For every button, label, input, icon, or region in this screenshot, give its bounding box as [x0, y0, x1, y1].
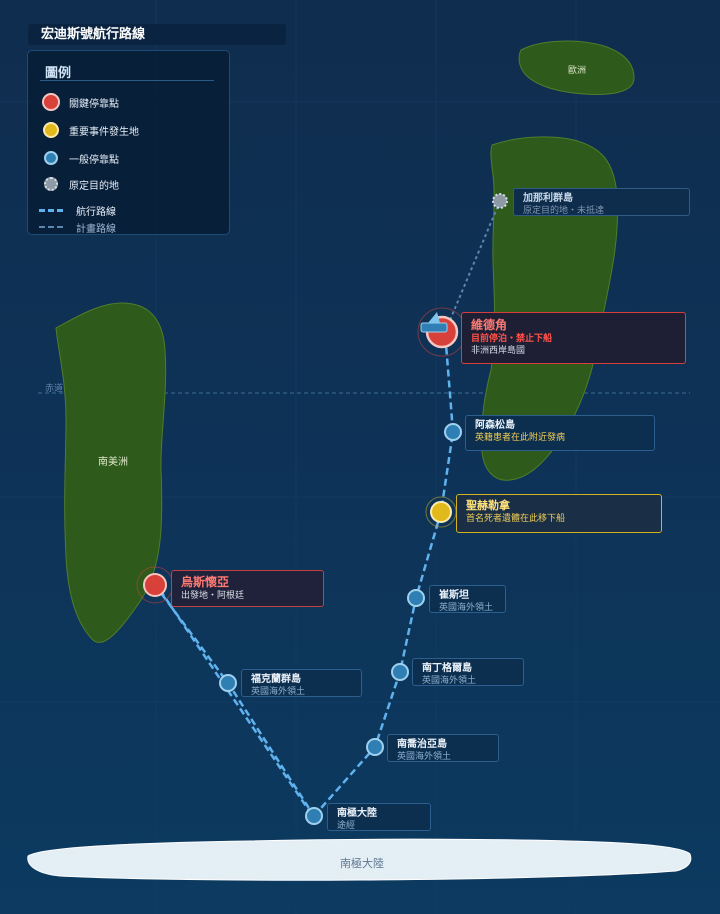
stop-sub: 出發地・阿根廷 — [181, 591, 245, 601]
planned-line-icon — [39, 226, 63, 228]
ascension-label[interactable]: 阿森松島 英籍患者在此附近發病 — [465, 415, 655, 451]
europe-label: 歐洲 — [568, 66, 587, 76]
key-stop-icon — [42, 93, 60, 111]
st-helena-label[interactable]: 聖赫勒拿 首名死者遺體在此移下船 — [456, 494, 662, 533]
stop-name: 崔斯坦 — [439, 590, 469, 601]
route-line-icon — [39, 209, 63, 212]
page-title: 宏迪斯號航行路線 — [28, 24, 286, 45]
south-georgia-label[interactable]: 南喬治亞島 英國海外領土 — [387, 734, 499, 762]
stop-sub: 英國海外領土 — [397, 752, 452, 762]
falklands-label[interactable]: 福克蘭群島 英國海外領土 — [241, 669, 362, 697]
antarctica-map-label: 南極大陸 — [340, 857, 384, 870]
stop-name: 南丁格爾島 — [422, 663, 472, 674]
legend-item-key-stop: 關鍵停靠點 — [28, 92, 228, 112]
stop-sub: 途經 — [337, 821, 356, 831]
ship-icon — [420, 322, 448, 333]
legend-item-normal-stop: 一般停靠點 — [28, 148, 228, 168]
stop-sub-region: 非洲西岸島國 — [471, 346, 526, 356]
legend-item-planned-dest: 原定目的地 — [28, 174, 228, 194]
legend-label: 航行路線 — [76, 207, 116, 218]
legend-item-planned-line: 計畫路線 — [28, 217, 228, 237]
antarctica-stop-label[interactable]: 南極大陸 途經 — [327, 803, 431, 831]
nightingale-label[interactable]: 南丁格爾島 英國海外領土 — [412, 658, 524, 686]
canary-label[interactable]: 加那利群島 原定目的地・未抵達 — [513, 188, 690, 216]
stop-sub-status: 目前停泊・禁止下船 — [471, 334, 553, 344]
ascension-marker — [444, 423, 462, 441]
stop-name: 烏斯懷亞 — [181, 575, 230, 589]
st-helena-marker — [430, 501, 452, 523]
antarctica-marker — [305, 807, 323, 825]
legend-divider — [40, 80, 214, 81]
legend-label: 一般停靠點 — [69, 155, 119, 166]
legend-label: 關鍵停靠點 — [69, 99, 119, 110]
stop-sub: 英籍患者在此附近發病 — [475, 433, 566, 443]
legend-label: 計畫路線 — [76, 224, 116, 235]
europe-landmass — [518, 40, 635, 95]
south-america-label: 南美洲 — [98, 457, 128, 468]
stop-name: 維德角 — [471, 318, 508, 332]
falklands-marker — [219, 674, 237, 692]
route-line-return — [158, 589, 312, 813]
stop-sub: 英國海外領土 — [439, 603, 494, 613]
legend-label: 重要事件發生地 — [69, 127, 139, 138]
stop-markers — [136, 193, 508, 825]
normal-stop-icon — [44, 151, 58, 165]
event-site-icon — [43, 122, 59, 138]
stop-name: 福克蘭群島 — [251, 674, 301, 685]
tristan-marker — [407, 589, 425, 607]
stop-name: 南極大陸 — [337, 808, 377, 819]
stop-name: 阿森松島 — [475, 420, 515, 431]
stop-sub: 英國海外領土 — [251, 687, 306, 697]
ushuaia-label[interactable]: 烏斯懷亞 出發地・阿根廷 — [171, 570, 324, 607]
africa-landmass — [481, 136, 618, 481]
canary-marker — [492, 193, 508, 209]
stop-name: 南喬治亞島 — [397, 739, 447, 750]
south-america-landmass — [55, 302, 167, 643]
legend-item-event-site: 重要事件發生地 — [28, 120, 228, 140]
stop-name: 加那利群島 — [523, 193, 573, 204]
stop-sub: 英國海外領土 — [422, 676, 477, 686]
legend-panel: 圖例 關鍵停靠點 重要事件發生地 一般停靠點 原定目的地 航行路線 計畫路線 — [27, 50, 230, 235]
legend-item-route-line: 航行路線 — [28, 200, 228, 220]
ushuaia-marker — [143, 573, 167, 597]
ship-icon-sail — [428, 312, 440, 323]
cape-verde-label[interactable]: 維德角 目前停泊・禁止下船 非洲西岸島國 — [461, 312, 686, 364]
planned-destination-icon — [44, 177, 58, 191]
south-georgia-marker — [366, 738, 384, 756]
legend-label: 原定目的地 — [69, 181, 119, 192]
tristan-label[interactable]: 崔斯坦 英國海外領土 — [429, 585, 506, 613]
legend-title: 圖例 — [45, 66, 72, 81]
stop-sub: 原定目的地・未抵達 — [523, 206, 605, 216]
equator-label: 赤道 — [45, 384, 64, 394]
stop-sub: 首名死者遺體在此移下船 — [466, 514, 566, 524]
antarctica-landmass — [27, 838, 692, 881]
stop-name: 聖赫勒拿 — [466, 499, 510, 512]
nightingale-marker — [391, 663, 409, 681]
